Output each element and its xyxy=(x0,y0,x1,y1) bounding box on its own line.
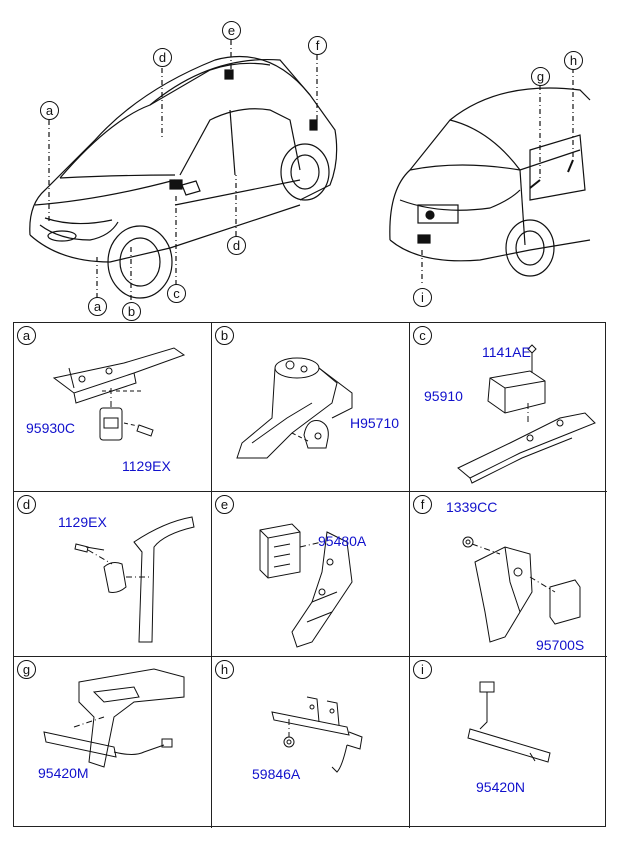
panel-i-label: i xyxy=(413,660,432,679)
callout-d-top: d xyxy=(153,48,172,67)
panel-h-label: h xyxy=(215,660,234,679)
part-number-59846A: 59846A xyxy=(252,766,301,782)
part-number-95420N: 95420N xyxy=(476,779,526,795)
panel-i: i 95420N xyxy=(410,657,607,828)
panel-e-label: e xyxy=(215,495,234,514)
panel-g-drawing xyxy=(43,668,185,768)
callout-c-bottom: c xyxy=(167,284,186,303)
panel-h: h 59846A xyxy=(212,657,410,828)
panel-g-label: g xyxy=(17,660,36,679)
part-number-1141AE: 1141AE xyxy=(482,344,531,360)
panel-b-label: b xyxy=(215,326,234,345)
panel-f: f 1339CC 95700S xyxy=(410,492,607,657)
panel-f-label: f xyxy=(413,495,432,514)
panel-c: c 1141AE 95910 xyxy=(410,323,607,492)
parts-grid: a 95930C 1129EX b H95710 xyxy=(13,322,607,828)
callout-a-bottom: a xyxy=(88,297,107,316)
panel-c-drawing xyxy=(457,344,596,484)
callout-f-top: f xyxy=(308,36,327,55)
panel-e: e 95480A xyxy=(212,492,410,657)
callout-d-bottom: d xyxy=(227,236,246,255)
part-number-95480A: 95480A xyxy=(318,533,367,549)
callout-a-top: a xyxy=(40,101,59,120)
panel-g: g 95420M xyxy=(14,657,212,828)
panel-b-drawing xyxy=(236,357,353,459)
rear-car-illustration xyxy=(389,68,591,285)
panel-a: a 95930C 1129EX xyxy=(14,323,212,492)
callout-b-bottom: b xyxy=(122,302,141,321)
panel-d: d 1129EX xyxy=(14,492,212,657)
part-number-95910: 95910 xyxy=(424,388,463,404)
part-number-95700S: 95700S xyxy=(536,637,585,653)
front-car-illustration xyxy=(29,40,338,300)
callout-h-rear: h xyxy=(564,51,583,70)
part-number-1129EX-d: 1129EX xyxy=(58,514,107,530)
panel-h-drawing xyxy=(271,696,363,773)
panel-i-drawing xyxy=(467,681,551,763)
panel-e-drawing xyxy=(259,523,353,648)
part-number-H95710: H95710 xyxy=(350,415,400,431)
panel-d-label: d xyxy=(17,495,36,514)
part-number-95930C: 95930C xyxy=(26,420,76,436)
callout-e-top: e xyxy=(222,21,241,40)
panel-d-drawing xyxy=(74,516,195,643)
panel-a-drawing xyxy=(52,347,186,441)
part-number-1129EX: 1129EX xyxy=(122,458,171,474)
panel-b: b H95710 xyxy=(212,323,410,492)
panel-f-drawing xyxy=(462,536,581,643)
callout-i-rear: i xyxy=(413,288,432,307)
part-number-1339CC: 1339CC xyxy=(446,499,498,515)
part-number-95420M: 95420M xyxy=(38,765,89,781)
panel-c-label: c xyxy=(413,326,432,345)
panel-a-label: a xyxy=(17,326,36,345)
callout-g-rear: g xyxy=(531,67,550,86)
